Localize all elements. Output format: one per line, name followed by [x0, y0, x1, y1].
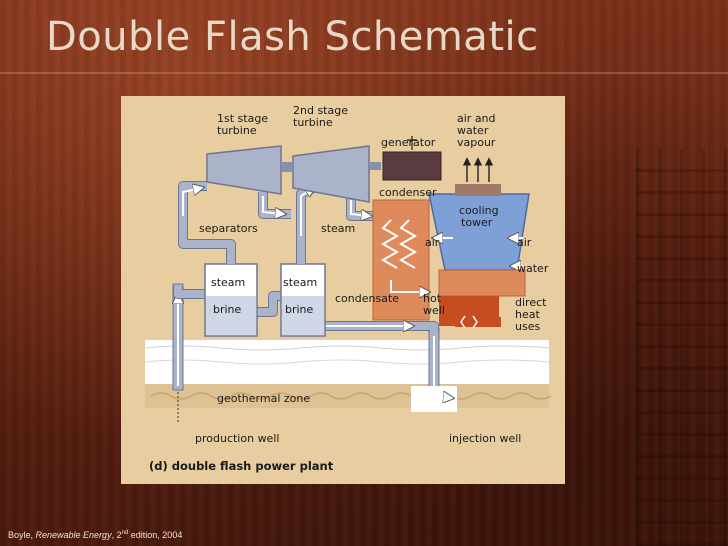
- title-divider: [0, 72, 728, 74]
- tower-basin: [438, 269, 526, 297]
- slide-title: Double Flash Schematic: [46, 14, 539, 60]
- label-geothermal: geothermal zone: [217, 392, 310, 405]
- label-direct-3: uses: [515, 320, 540, 333]
- ground-wave-top: [144, 345, 550, 351]
- condenser-coil: [380, 219, 400, 269]
- geothermal-wave: [150, 392, 552, 400]
- turbine-1: [206, 145, 282, 195]
- label-airvapour-2: water: [457, 124, 489, 137]
- direct-heat-arrow: [460, 315, 478, 329]
- condenser-coil-2: [398, 219, 418, 269]
- label-sep2-steam: steam: [283, 276, 317, 289]
- label-sep2-brine: brine: [285, 303, 314, 316]
- citation-sup: nd: [121, 530, 129, 536]
- steam-arrow-1: [182, 188, 201, 216]
- ground-wave-mid: [144, 359, 550, 365]
- diagram-caption: (d) double flash power plant: [149, 459, 334, 473]
- exhaust-arrow: [262, 196, 283, 214]
- label-injection-well: injection well: [449, 432, 521, 445]
- background-grid-pattern: [636, 150, 728, 546]
- turbine-shaft: [281, 162, 293, 172]
- condensate-flow-arrow: [390, 280, 427, 292]
- generator: [382, 151, 442, 181]
- slide-citation: Boyle, Renewable Energy, 2nd edition, 20…: [8, 530, 182, 540]
- label-stage2-line1: 2nd stage: [293, 104, 348, 117]
- separator-2-brine-fill: [282, 296, 324, 335]
- label-steam-line: steam: [321, 222, 355, 235]
- label-direct-1: direct: [515, 296, 547, 309]
- schematic-svg: 1st stage turbine 2nd stage turbine gene…: [121, 96, 565, 484]
- steam-to-condenser-arrow: [350, 200, 369, 216]
- injection-flow-arrow: [433, 336, 451, 398]
- citation-book: Renewable Energy: [35, 530, 112, 540]
- citation-author: Boyle,: [8, 530, 36, 540]
- label-separators: separators: [199, 222, 258, 235]
- label-generator: generator: [381, 136, 436, 149]
- label-airvapour-1: air and: [457, 112, 496, 125]
- label-production-well: production well: [195, 432, 279, 445]
- label-condensate: condensate: [335, 292, 399, 305]
- label-direct-2: heat: [515, 308, 540, 321]
- cooling-tower-top: [455, 184, 501, 196]
- label-sep1-brine: brine: [213, 303, 242, 316]
- label-stage1-line1: 1st stage: [217, 112, 268, 125]
- label-hotwell-1: hot: [423, 292, 442, 305]
- label-air-left: air: [425, 236, 440, 249]
- separator-1-brine-fill: [206, 296, 256, 335]
- label-cooling-1: cooling: [459, 204, 499, 217]
- label-stage2-line2: turbine: [293, 116, 333, 129]
- citation-rest: edition, 2004: [128, 530, 183, 540]
- turbine-2: [292, 145, 370, 203]
- label-cooling-2: tower: [461, 216, 493, 229]
- label-hotwell-2: well: [423, 304, 445, 317]
- citation-sep: , 2: [111, 530, 122, 540]
- generator-output-icon: [407, 136, 417, 150]
- label-airvapour-3: vapour: [457, 136, 496, 149]
- label-condenser: condenser: [379, 186, 437, 199]
- label-stage1-line2: turbine: [217, 124, 257, 137]
- label-water: water: [517, 262, 549, 275]
- label-air-right: air: [517, 236, 532, 249]
- schematic-figure: 1st stage turbine 2nd stage turbine gene…: [121, 96, 565, 484]
- geothermal-zone: [145, 384, 549, 408]
- shaft-to-generator: [369, 162, 381, 170]
- label-sep1-steam: steam: [211, 276, 245, 289]
